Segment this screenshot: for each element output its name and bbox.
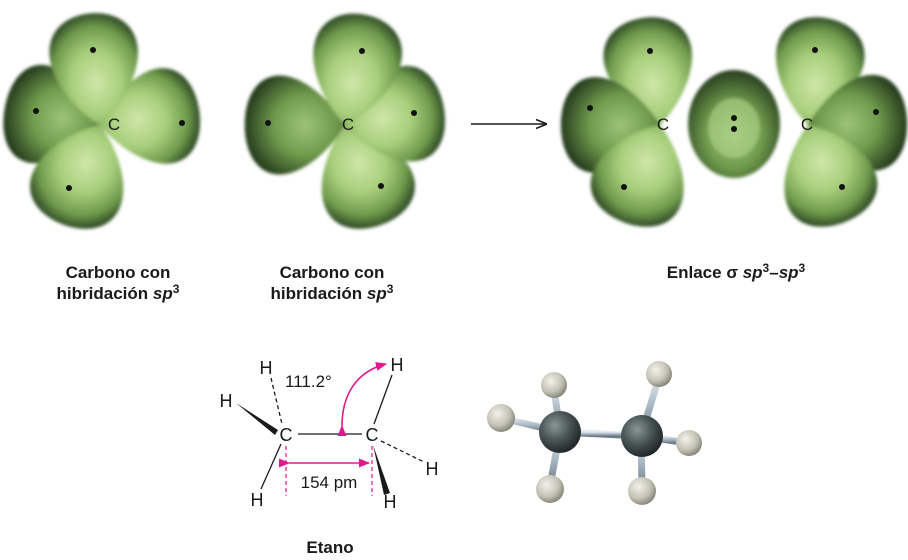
bond-angle-label: 111.2° (285, 372, 332, 391)
hydrogen-atom (536, 475, 564, 503)
nucleus-dot (731, 126, 737, 132)
hydrogen-atom (646, 361, 672, 387)
nucleus-dot (90, 47, 96, 53)
sigma-bond-orbitals: C C (560, 10, 908, 239)
nucleus-dot (731, 115, 737, 121)
nucleus-dot (621, 184, 627, 190)
ethane-structural-formula: C C H H H H H H 111.2° 154 pm (220, 355, 439, 512)
caption-sp3-carbon-left: Carbono con hibridación sp3 (56, 263, 180, 303)
nucleus-dot (839, 184, 845, 190)
atom-label: C (342, 115, 354, 134)
hydrogen-atom (628, 477, 656, 505)
nucleus-dot (179, 120, 185, 126)
nucleus-dot (647, 48, 653, 54)
atom-label: C (657, 115, 669, 134)
nucleus-dot (411, 110, 417, 116)
nucleus-dot (265, 120, 271, 126)
sp3-carbon-left: C (0, 9, 206, 241)
hydrogen-label: H (260, 358, 273, 378)
nucleus-dot (812, 47, 818, 53)
bond-angle-arrow (337, 362, 388, 437)
hydrogen-label: H (391, 355, 404, 375)
dashed-bond (270, 377, 283, 425)
nucleus-dot (378, 183, 384, 189)
caption-ethane: Etano (306, 538, 354, 557)
hydrogen-atom (487, 404, 515, 432)
carbon-label: C (366, 425, 379, 445)
hydrogen-label: H (251, 490, 264, 510)
hydrogen-label: H (426, 459, 439, 479)
nucleus-dot (359, 48, 365, 54)
caption-sigma-bond: Enlace σ sp3–sp3 (666, 261, 806, 282)
caption-sp3-carbon-middle: Carbono con hibridación sp3 (270, 263, 394, 303)
bond-length-label: 154 pm (301, 473, 358, 492)
atom-label: C (108, 115, 120, 134)
atom-label: C (801, 115, 813, 134)
ethane-ball-and-stick-model (487, 361, 702, 505)
nucleus-dot (33, 108, 39, 114)
wedge-bond (373, 445, 390, 495)
carbon-atom (621, 415, 663, 457)
hydrogen-atom (676, 430, 702, 456)
nucleus-dot (873, 109, 879, 115)
carbon-label: C (280, 425, 293, 445)
carbon-atom (539, 411, 581, 453)
dashed-bond (380, 440, 425, 463)
wedge-bond (236, 403, 278, 435)
sp3-carbon-middle: C (244, 6, 453, 241)
nucleus-dot (587, 105, 593, 111)
hydrogen-atom (541, 372, 567, 398)
single-bond (260, 443, 282, 490)
hydrogen-label: H (220, 391, 233, 411)
single-bond (373, 374, 393, 425)
nucleus-dot (66, 185, 72, 191)
hydrogen-label: H (384, 492, 397, 512)
